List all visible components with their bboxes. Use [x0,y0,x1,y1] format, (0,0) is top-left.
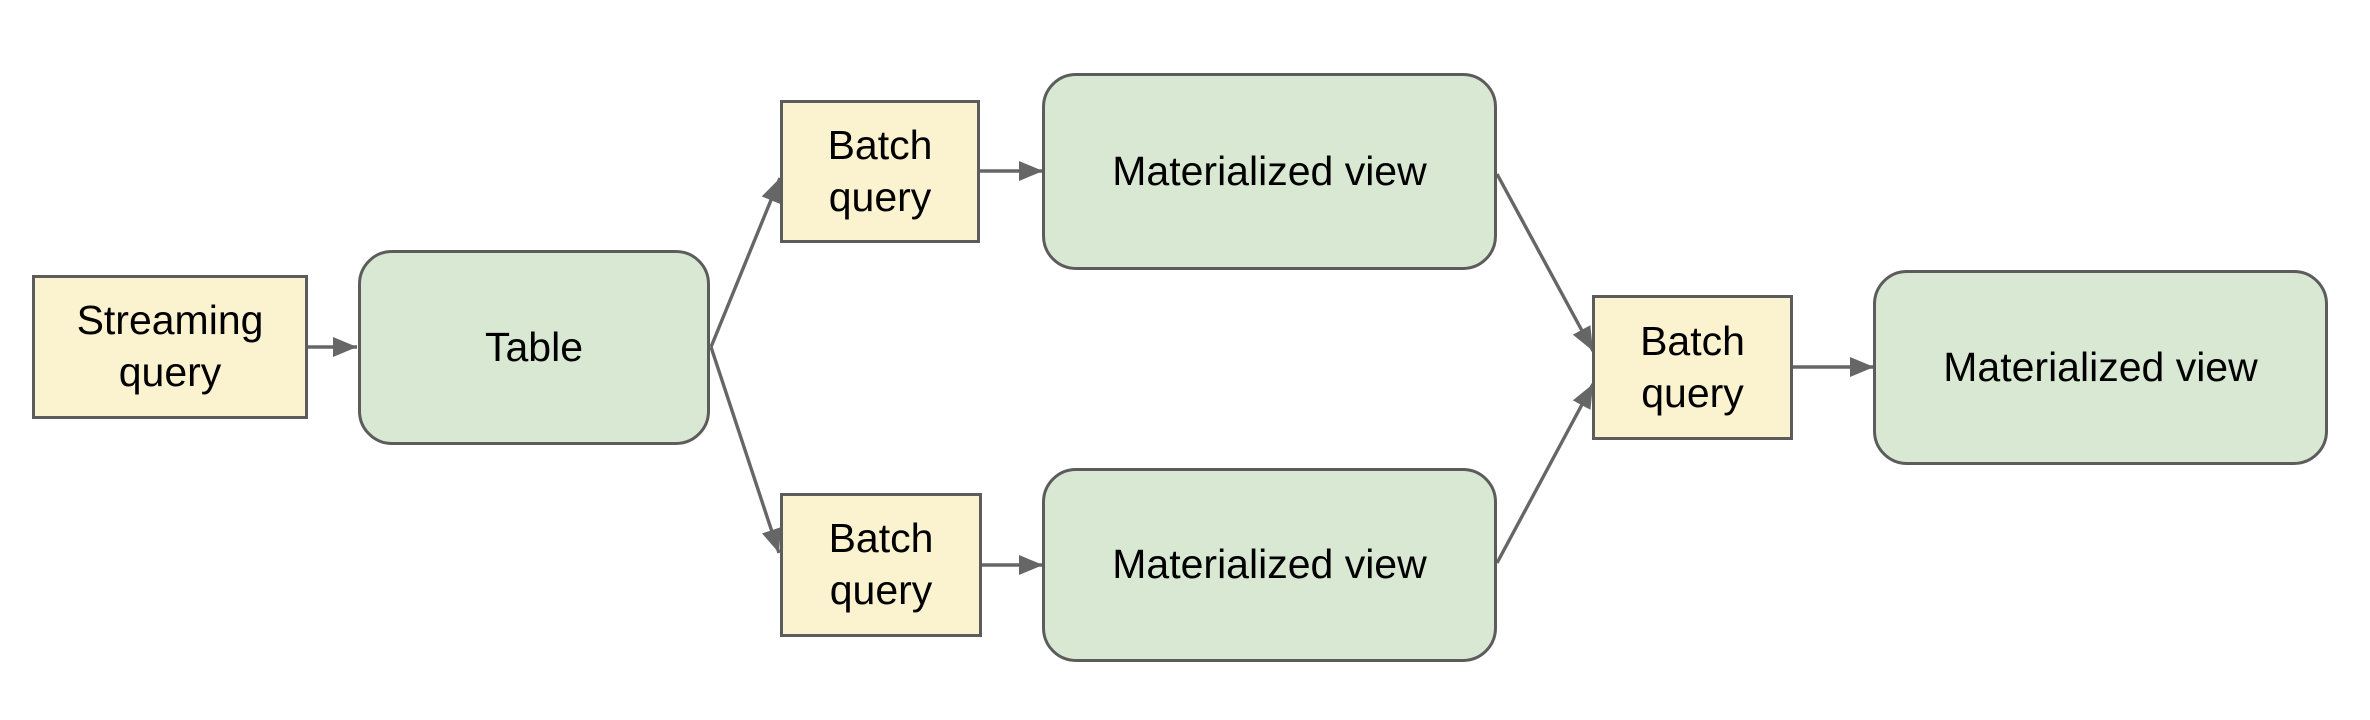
node-batch-query-bottom: Batch query [780,493,982,637]
node-batch-query-bottom-label: Batch query [828,515,934,613]
node-materialized-view-top-label: Materialized view [1112,147,1427,194]
edge-materialized-view-bottom-to-batch-query-merge [1495,383,1595,564]
node-table-label: Table [484,323,583,370]
node-materialized-view-bottom: Materialized view [1042,468,1497,662]
edge-table-to-batch-query-bottom [709,346,781,554]
edge-materialized-view-top-to-batch-query-merge [1495,173,1595,352]
node-materialized-view-top: Materialized view [1042,73,1497,270]
node-batch-query-merge-label: Batch query [1640,317,1745,416]
node-batch-query-merge: Batch query [1592,295,1793,440]
node-streaming-query: Streaming query [32,275,308,419]
node-materialized-view-final: Materialized view [1873,270,2328,465]
node-table: Table [358,250,710,445]
node-streaming-query-label: Streaming query [76,297,264,395]
node-materialized-view-bottom-label: Materialized view [1112,541,1427,588]
node-batch-query-top-label: Batch query [827,121,933,220]
node-materialized-view-final-label: Materialized view [1943,343,2258,390]
node-batch-query-top: Batch query [780,100,980,243]
edge-table-to-batch-query-top [709,177,782,348]
